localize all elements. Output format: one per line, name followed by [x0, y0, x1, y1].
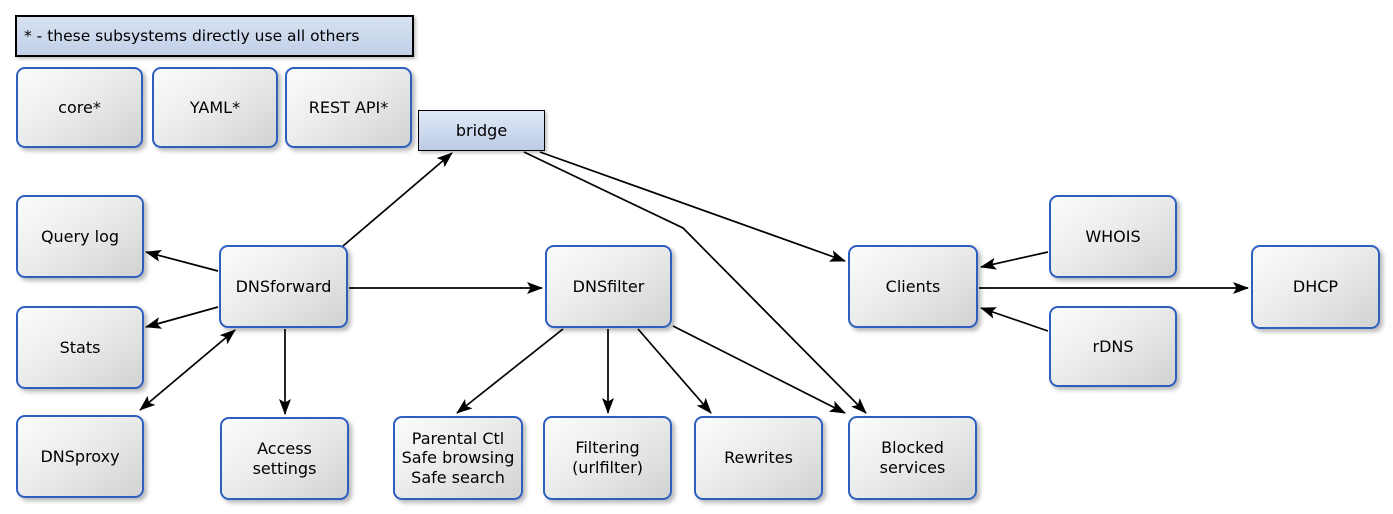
node-label: Filtering (urlfilter) — [572, 438, 643, 477]
node-label: Access settings — [252, 438, 317, 478]
edge-dnsforward-to-stats — [145, 306, 219, 329]
node-label: rDNS — [1092, 336, 1134, 356]
node-label: Clients — [885, 276, 941, 296]
edge-dnsfilter-to-parental — [456, 328, 564, 414]
node-core: core* — [16, 67, 143, 148]
legend-text: * - these subsystems directly use all ot… — [24, 26, 360, 45]
edge-dnsfilter-to-blocked_services — [672, 325, 846, 414]
node-rdns: rDNS — [1049, 306, 1177, 387]
node-whois: WHOIS — [1049, 195, 1177, 278]
node-clients: Clients — [848, 245, 978, 328]
node-dnsfilter: DNSfilter — [545, 245, 672, 328]
node-rest-api: REST API* — [285, 67, 412, 148]
node-stats: Stats — [16, 306, 144, 389]
node-label: Stats — [59, 337, 101, 357]
node-label: DNSforward — [235, 276, 332, 296]
node-filtering: Filtering (urlfilter) — [543, 416, 672, 500]
node-dnsforward: DNSforward — [219, 245, 348, 328]
edge-rdns-to-clients — [980, 307, 1049, 332]
node-dnsproxy: DNSproxy — [16, 415, 144, 498]
node-parental: Parental Ctl Safe browsing Safe search — [393, 416, 523, 500]
node-label: Rewrites — [724, 448, 793, 468]
node-label: YAML* — [189, 97, 241, 117]
edge-bridge-to-blocked_services — [523, 151, 867, 414]
node-label: DNSfilter — [572, 276, 645, 296]
node-label: Blocked services — [879, 438, 946, 477]
node-label: DNSproxy — [40, 446, 120, 466]
node-label: REST API* — [308, 97, 389, 117]
node-rewrites: Rewrites — [694, 416, 823, 500]
legend-box: * - these subsystems directly use all ot… — [15, 15, 414, 57]
edge-bridge-to-clients — [539, 151, 846, 262]
edge-dnsproxy-to-dnsforward — [139, 329, 236, 411]
edge-dnsforward-to-bridge — [342, 152, 453, 247]
node-yaml: YAML* — [152, 67, 278, 148]
node-label: Query log — [40, 226, 120, 246]
node-bridge: bridge — [418, 110, 545, 151]
edge-dnsforward-to-query_log — [145, 250, 219, 272]
node-blocked-services: Blocked services — [848, 416, 977, 500]
node-label: bridge — [455, 120, 508, 140]
node-label: DHCP — [1292, 277, 1339, 297]
node-dhcp: DHCP — [1251, 245, 1380, 329]
edge-dnsfilter-to-rewrites — [637, 328, 712, 414]
node-access-settings: Access settings — [220, 417, 349, 500]
node-label: core* — [58, 97, 101, 117]
node-query-log: Query log — [16, 195, 144, 278]
node-label: WHOIS — [1085, 226, 1141, 246]
node-label: Parental Ctl Safe browsing Safe search — [401, 428, 515, 487]
edge-whois-to-clients — [980, 251, 1049, 270]
